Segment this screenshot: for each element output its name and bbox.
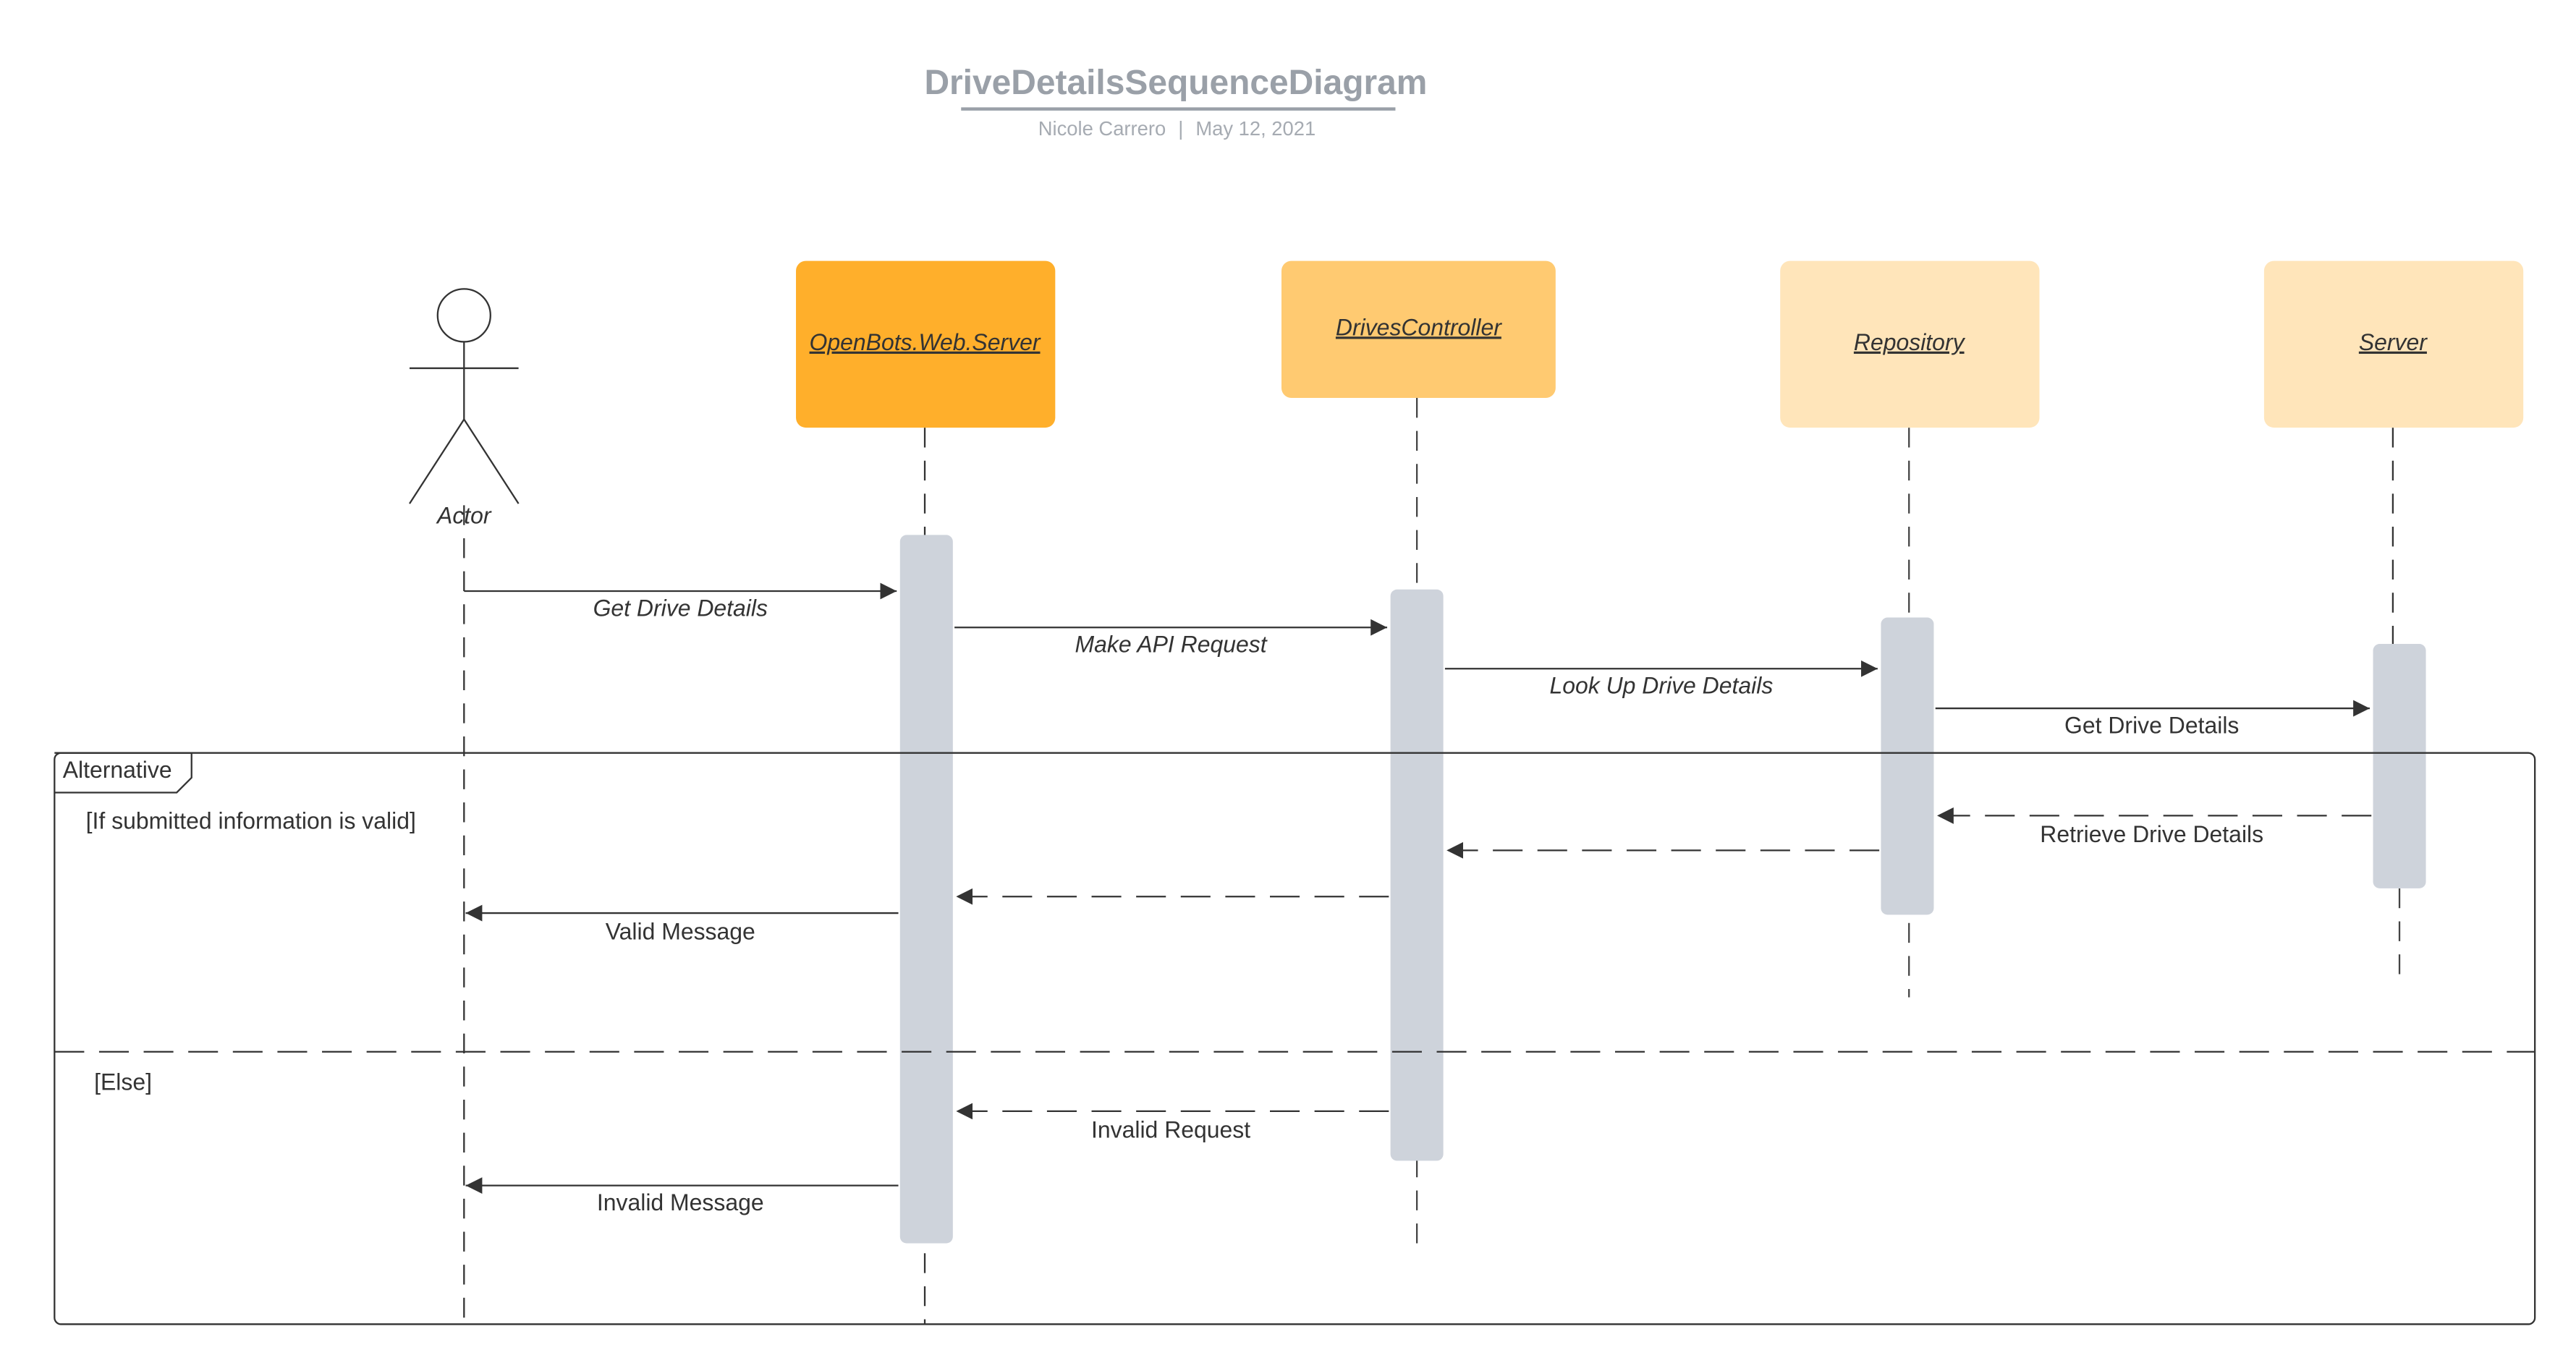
diagram-title: DriveDetailsSequenceDiagram <box>924 64 1427 102</box>
actor-label: Actor <box>436 502 492 528</box>
return-label-invalid-request: Invalid Request <box>1091 1116 1250 1142</box>
message-label-make-api-request: Make API Request <box>1075 631 1268 657</box>
alt-fragment-frame <box>54 752 2536 1325</box>
activation-repository <box>1881 617 1934 915</box>
message-label-invalid-message: Invalid Message <box>597 1189 764 1215</box>
activation-drivescontroller <box>1390 589 1444 1161</box>
diagram-author: Nicole Carrero <box>1038 117 1166 140</box>
participant-server-box <box>2263 260 2524 428</box>
participant-openbots-label: OpenBots.Web.Server <box>810 329 1041 355</box>
alt-fragment-label: Alternative <box>63 757 172 783</box>
return-label-retrieve-drive-details: Retrieve Drive Details <box>2040 821 2263 847</box>
participant-server-label: Server <box>2359 329 2428 355</box>
message-label-look-up-drive-details: Look Up Drive Details <box>1549 673 1773 699</box>
guard-else: [Else] <box>94 1069 152 1095</box>
participant-openbots-box <box>796 260 1056 428</box>
activation-openbots <box>899 535 953 1244</box>
actor-icon <box>409 288 520 504</box>
message-label-get-drive-details: Get Drive Details <box>593 595 768 621</box>
participant-drivescontroller-box <box>1281 260 1556 399</box>
message-label-get-drive-details-server: Get Drive Details <box>2064 712 2239 738</box>
alt-fragment-tab <box>54 752 192 794</box>
participant-repository-box <box>1780 260 2040 428</box>
guard-valid: [If submitted information is valid] <box>86 808 416 834</box>
header-separator: | <box>1178 117 1183 140</box>
message-label-valid-message: Valid Message <box>606 919 755 945</box>
participant-drivescontroller-label: DrivesController <box>1336 314 1502 340</box>
activation-server <box>2373 644 2426 888</box>
diagram-date: May 12, 2021 <box>1195 117 1315 140</box>
participant-repository-label: Repository <box>1854 329 1966 355</box>
